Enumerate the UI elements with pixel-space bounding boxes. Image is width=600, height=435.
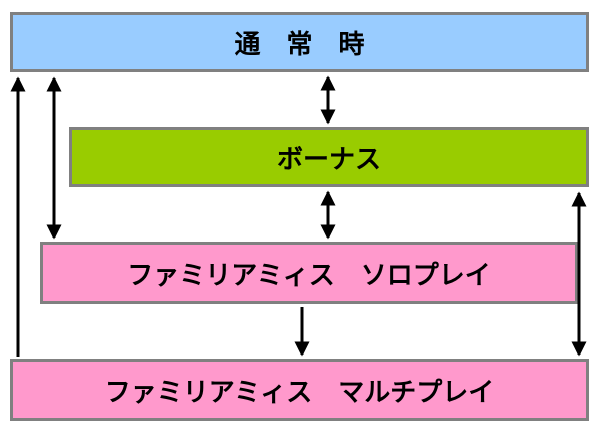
state-bonus: ボーナス (69, 127, 589, 187)
state-familiar-solo: ファミリアミィス ソロプレイ (40, 242, 578, 304)
state-normal: 通 常 時 (10, 12, 589, 72)
state-normal-label: 通 常 時 (234, 29, 365, 60)
state-familiar-multi: ファミリアミィス マルチプレイ (10, 359, 589, 421)
state-familiar-multi-label: ファミリアミィス マルチプレイ (104, 377, 495, 408)
state-familiar-solo-label: ファミリアミィス ソロプレイ (127, 260, 491, 291)
state-bonus-label: ボーナス (276, 144, 381, 175)
